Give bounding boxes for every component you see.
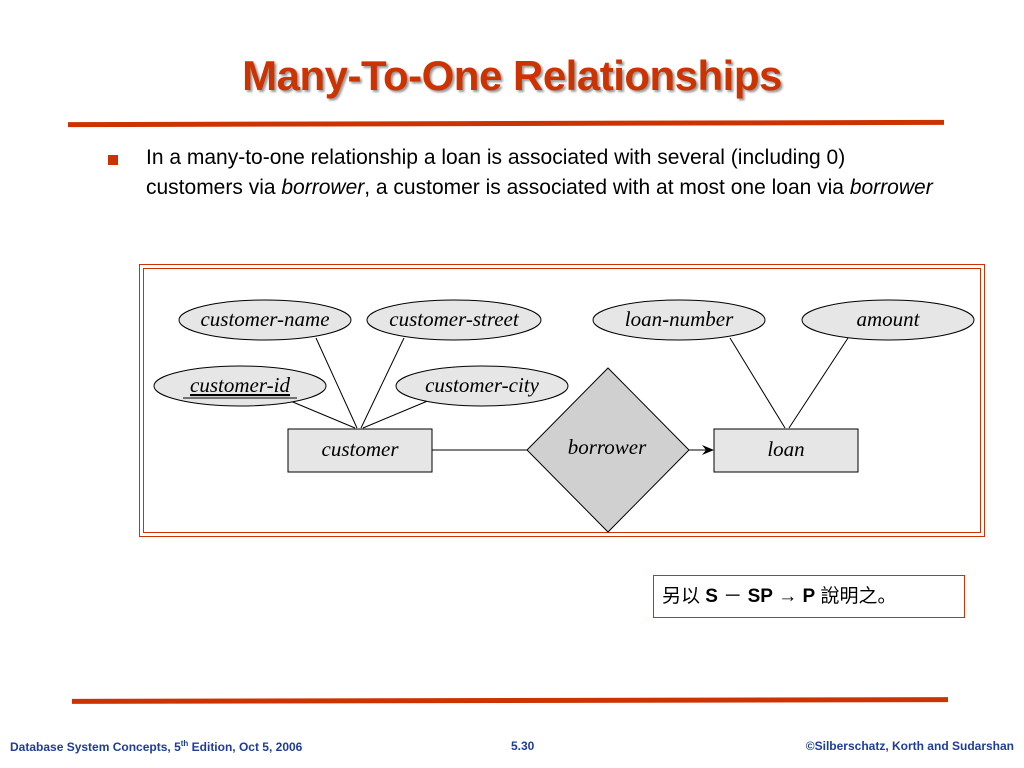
footer-left-suffix: Edition, Oct 5, 2006 [188,740,303,754]
bullet-text: In a many-to-one relationship a loan is … [146,143,946,203]
bullet-square-icon [108,155,118,165]
attr-amount-label: amount [857,307,921,331]
note-arrow-icon: → [778,586,798,607]
attr-customer-street-label: customer-street [389,307,520,331]
slide-title: Many-To-One Relationships [242,52,782,99]
footer-right: ©Silberschatz, Korth and Sudarshan [805,739,1014,753]
attr-customer-id-label: customer-id [190,373,290,397]
attr-customer-name-label: customer-name [200,307,329,331]
line-customer-name [315,337,358,429]
bullet-em-2: borrower [849,176,933,199]
footer-page-number: 5.30 [511,739,535,753]
note-s: S [705,586,718,607]
line-customer-id [287,399,356,429]
bullet-em-1: borrower [281,176,365,199]
line-amount [788,337,849,429]
footer-left-sup: th [180,739,189,748]
entity-customer-label: customer [322,437,400,461]
note-p: P [802,586,816,607]
attr-customer-city-ellipse [395,365,569,407]
note-dash: － [723,586,743,607]
entity-loan-label: loan [767,437,804,461]
attr-customer-street-ellipse [366,299,542,341]
figure-frame [139,264,985,537]
relationship-borrower-diamond [526,367,690,533]
bullet-part-1: In a many-to-one relationship a loan is … [146,146,846,199]
attr-customer-city-label: customer-city [425,373,540,397]
relationship-borrower-label: borrower [568,435,647,459]
note-box: 另以 S － SP → P 說明之。 [653,575,965,618]
line-customer-city [362,399,431,429]
entity-customer-box [287,428,433,473]
note-sp: SP [747,586,773,607]
note-suffix: 說明之。 [820,586,897,607]
entity-loan-box [713,428,859,473]
attr-amount-ellipse [801,299,975,341]
line-loan-number [729,337,786,429]
footer-left-prefix: Database System Concepts, 5 [10,740,181,754]
attr-loan-number-ellipse [592,299,766,341]
attr-customer-id-ellipse [153,365,327,407]
note-prefix: 另以 [662,586,701,607]
attr-customer-name-ellipse [178,299,352,341]
bullet-part-2: , a customer is associated with at most … [364,176,850,199]
attr-loan-number-label: loan-number [625,307,734,331]
line-customer-street [360,337,405,429]
footer-left: Database System Concepts, 5th Edition, O… [10,739,302,754]
